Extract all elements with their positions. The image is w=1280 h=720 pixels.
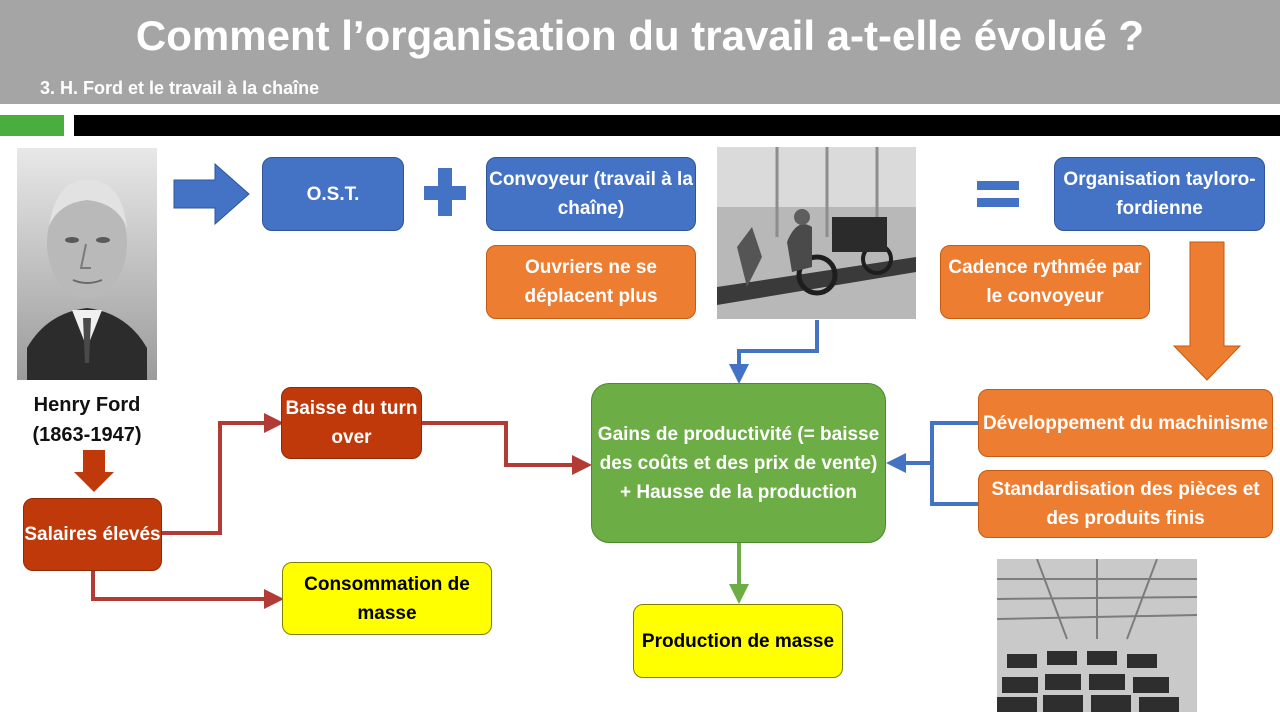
- box-ost-label: O.S.T.: [306, 183, 360, 205]
- slide-title: Comment l’organisation du travail a-t-el…: [135, 12, 1145, 59]
- equals-icon-bottom: [977, 198, 1019, 207]
- box-baisse-turnover: Baisse du turn over: [281, 387, 422, 459]
- box-organisation-label: Organisation tayloro-fordienne: [1063, 169, 1256, 219]
- factory-hall-photo: [997, 559, 1197, 712]
- factory-hall-image: [997, 559, 1197, 712]
- box-gains: Gains de productivité (= baisse des coût…: [591, 383, 886, 543]
- box-developpement-label: Développement du machinisme: [982, 412, 1269, 434]
- portrait-caption: Henry Ford (1863-1947): [10, 390, 164, 450]
- portrait-image: [17, 148, 157, 380]
- connector-salaires-consommation: [91, 571, 284, 609]
- box-production-masse-label: Production de masse: [641, 630, 835, 652]
- connector-photo-gains: [729, 320, 819, 384]
- assembly-line-photo: [717, 147, 916, 319]
- box-ouvriers: Ouvriers ne se déplacent plus: [486, 245, 696, 319]
- box-developpement: Développement du machinisme: [978, 389, 1273, 457]
- box-consommation-label: Consommation de masse: [304, 573, 470, 624]
- assembly-line-image: [717, 147, 916, 319]
- portrait-name: Henry Ford: [33, 394, 141, 416]
- box-ouvriers-label: Ouvriers ne se déplacent plus: [524, 257, 658, 307]
- connector-right-gains: [890, 421, 978, 506]
- portrait-dates: (1863-1947): [32, 424, 142, 446]
- box-production-masse: Production de masse: [633, 604, 843, 678]
- accent-bar-black: [74, 115, 1280, 136]
- big-arrow-down-icon: [1172, 241, 1242, 381]
- box-consommation: Consommation de masse: [282, 562, 492, 635]
- box-cadence-label: Cadence rythmée par le convoyeur: [948, 257, 1142, 307]
- red-arrow-down-icon: [74, 450, 114, 492]
- plus-icon: [424, 168, 466, 216]
- box-organisation: Organisation tayloro-fordienne: [1054, 157, 1265, 231]
- box-ost: O.S.T.: [262, 157, 404, 231]
- box-salaires-label: Salaires élevés: [24, 524, 161, 545]
- box-cadence: Cadence rythmée par le convoyeur: [940, 245, 1150, 319]
- box-salaires: Salaires élevés: [23, 498, 162, 571]
- connector-salaires-baisse: [162, 413, 284, 535]
- box-gains-label: Gains de productivité (= baisse des coût…: [597, 423, 880, 503]
- slide-subtitle: 3. H. Ford et le travail à la chaîne: [40, 78, 320, 98]
- box-convoyeur-label: Convoyeur (travail à la chaîne): [489, 169, 693, 219]
- box-baisse-turnover-label: Baisse du turn over: [285, 398, 418, 448]
- accent-bar-green: [0, 115, 64, 136]
- henry-ford-portrait: [17, 148, 157, 380]
- connector-baisse-gains: [422, 421, 592, 475]
- big-arrow-right-icon: [173, 162, 250, 226]
- slide-header: [0, 0, 1280, 104]
- equals-icon-top: [977, 181, 1019, 190]
- box-standardisation: Standardisation des pièces et des produi…: [978, 470, 1273, 538]
- box-standardisation-label: Standardisation des pièces et des produi…: [991, 479, 1260, 529]
- box-convoyeur: Convoyeur (travail à la chaîne): [486, 157, 696, 231]
